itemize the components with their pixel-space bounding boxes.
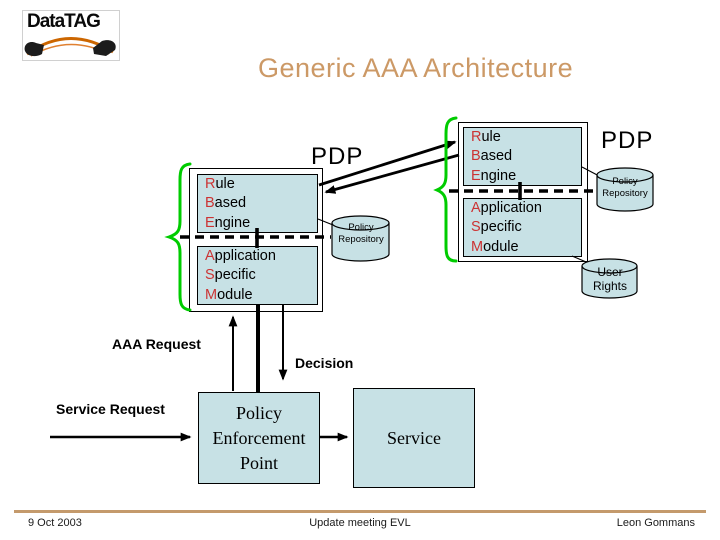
module-rest: ngine [480,167,517,184]
module-line: Application [205,247,317,266]
module-line: Rule [205,175,317,194]
module-line: Rule [471,128,581,147]
application-specific-module-box-left: Application Specific Module [197,246,318,305]
module-rest: pecific [214,267,256,284]
footer-date: 9 Oct 2003 [28,517,82,529]
slide-title: Generic AAA Architecture [258,53,574,83]
module-rest: pecific [480,219,522,236]
left-brace-decoration [164,162,192,312]
module-rest: ule [481,129,501,145]
cylinder-label-line: Policy [348,222,374,233]
rule-based-engine-box-right: Rule Based Engine [463,127,582,186]
cylinder-label-line: User [597,265,623,279]
module-line: Module [471,238,581,257]
datatag-logo: DataTAG [22,10,120,61]
module-initial: E [205,214,215,231]
pdp-left-label: PDP [311,143,364,170]
cylinder-label-line: Repository [602,187,648,199]
policy-repository-label-right: Policy Repository [594,176,656,199]
policy-repository-label-left: Policy Repository [330,222,392,245]
module-line: Module [205,286,317,305]
module-rest: ased [480,148,513,165]
module-initial: S [205,267,215,284]
module-initial: M [471,238,484,255]
footer-divider-line [14,510,706,513]
pdp-to-pdp-arrow-right [318,140,457,187]
pep-line: Policy [235,402,282,423]
module-line: Specific [205,266,317,285]
module-initial: B [471,148,481,165]
module-rest: odule [483,238,519,255]
footer-center-text: Update meeting EVL [309,517,411,529]
module-initial: R [471,129,482,145]
logo-bridge-graphic [24,37,116,57]
pep-line: Point [239,452,278,473]
decision-label: Decision [295,355,354,371]
user-rights-cylinder [581,258,638,299]
cylinder-label-line: Rights [592,278,627,293]
module-rest: odule [217,286,253,303]
policy-repository-cylinder-right [596,167,654,212]
module-line: Based [471,147,581,166]
module-initial: R [205,176,216,192]
user-rights-label: User Rights [580,265,640,293]
module-initial: A [471,200,481,216]
service-box: Service [353,388,475,488]
module-line: Engine [205,214,317,233]
module-initial: M [205,286,218,303]
america-map-icon [24,41,44,57]
module-initial: E [471,167,481,184]
right-brace-decoration [433,116,458,263]
module-line: Specific [471,218,581,237]
cylinder-label-line: Repository [338,233,384,245]
application-specific-module-box-right: Application Specific Module [463,198,582,257]
pdp-to-pdp-arrow-left [324,153,460,194]
module-rest: pplication [214,248,276,264]
module-line: Based [205,194,317,213]
policy-enforcement-point-box: Policy Enforcement Point [198,392,320,484]
logo-text: DataTAG [27,11,101,32]
policy-repository-cylinder-left [331,215,390,262]
rule-based-engine-box-left: Rule Based Engine [197,174,318,233]
module-line: Engine [471,167,581,186]
module-rest: ased [214,195,247,212]
aaa-request-label: AAA Request [112,336,201,352]
service-request-label: Service Request [56,401,165,417]
service-label: Service [387,427,441,448]
module-rest: pplication [480,200,542,216]
pep-line: Enforcement [212,427,306,448]
europe-map-icon [93,40,116,56]
module-rest: ngine [214,214,251,231]
module-rest: ule [215,176,235,192]
module-initial: A [205,248,215,264]
module-line: Application [471,199,581,218]
module-initial: B [205,195,215,212]
footer-author: Leon Gommans [616,517,695,529]
pdp-right-label: PDP [601,127,654,154]
module-initial: S [471,219,481,236]
cylinder-label-line: Policy [612,176,638,187]
